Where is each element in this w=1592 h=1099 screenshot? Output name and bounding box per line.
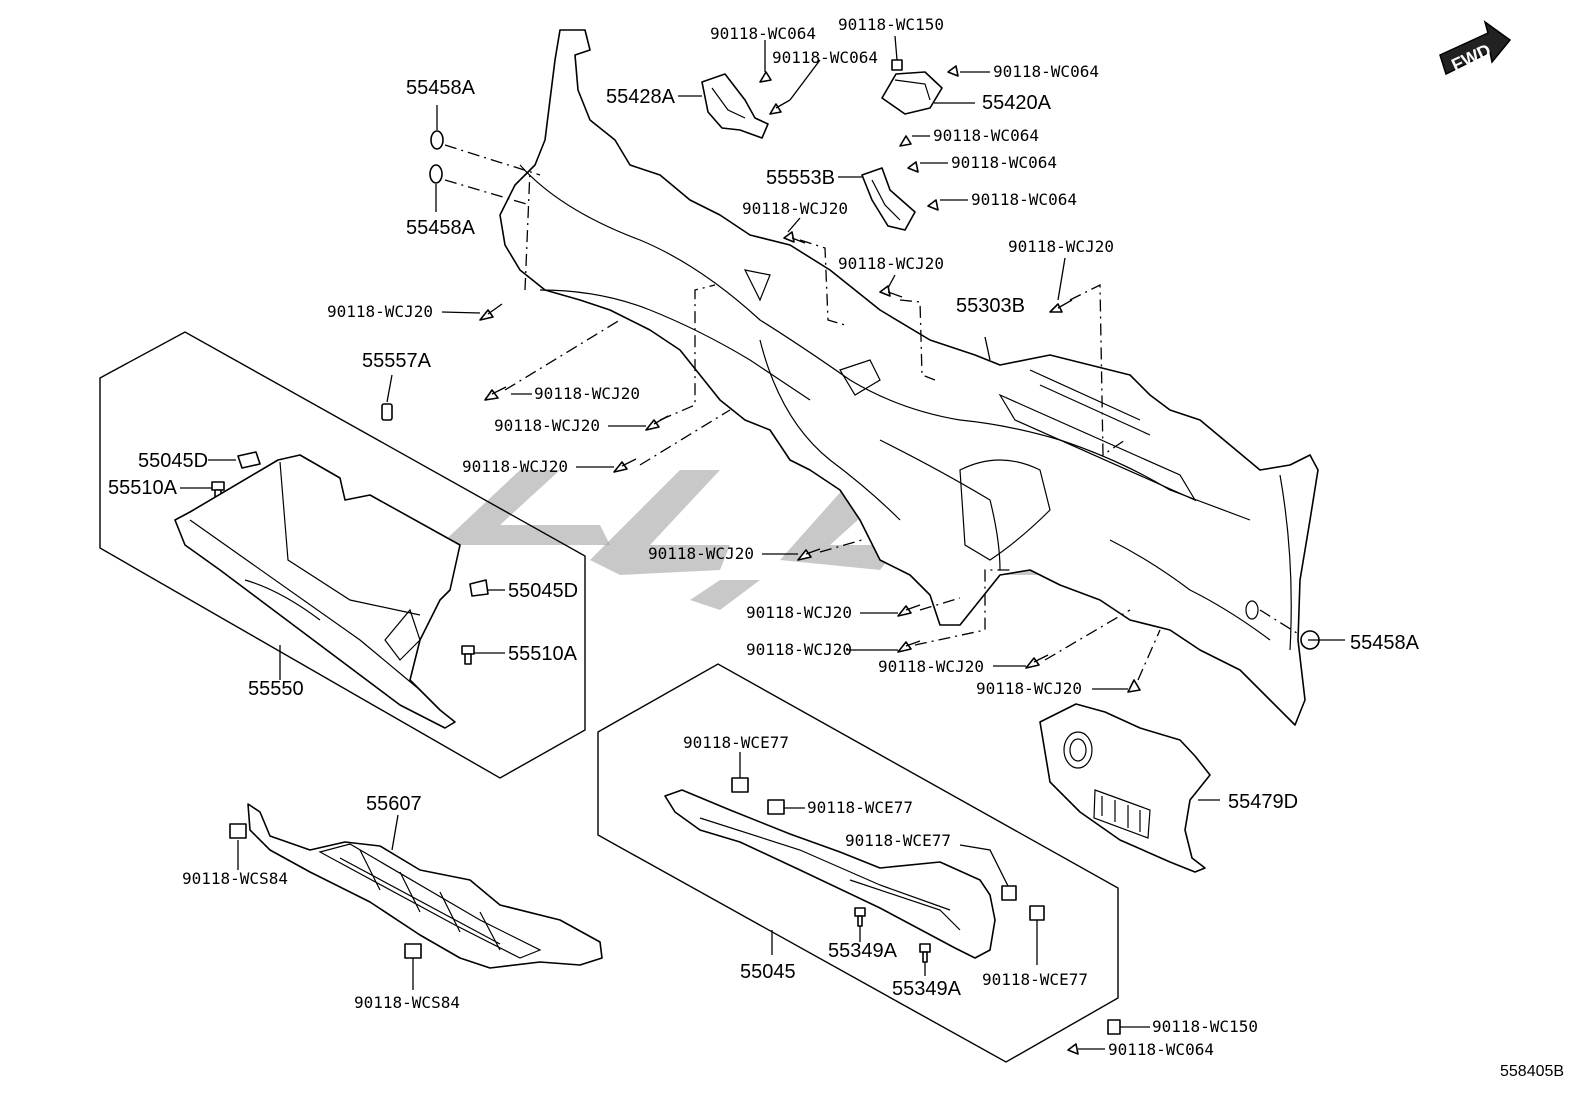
screw-wc150-1 [891, 59, 903, 71]
label-55458A-right: 55458A [1350, 632, 1420, 654]
screw-wc064-1 [759, 71, 772, 83]
cap-55458A-mid [429, 164, 443, 184]
label-55428A: 55428A [606, 86, 676, 108]
fwd-direction-badge: FWD [1439, 20, 1512, 75]
label-55550: 55550 [248, 678, 304, 700]
label-wcj20-9: 90118-WCJ20 [746, 603, 852, 622]
screw-wcj20-8 [1025, 654, 1049, 669]
instrument-panel-55303B [499, 29, 1319, 726]
label-wcj20-1: 90118-WCJ20 [742, 199, 848, 218]
label-55303B: 55303B [956, 295, 1025, 317]
screw-wc064-5 [907, 161, 919, 173]
glove-box-lower-55607 [247, 803, 603, 969]
label-wcs84-1: 90118-WCS84 [182, 869, 288, 888]
label-wcj20-2: 90118-WCJ20 [838, 254, 944, 273]
label-wc064-6: 90118-WC064 [971, 190, 1077, 209]
leader-lines [180, 35, 1345, 1050]
screw-wc064-4 [899, 135, 912, 147]
clip-wce77-1 [731, 777, 749, 793]
label-wce77-3: 90118-WCE77 [845, 831, 951, 850]
label-wc150-2: 90118-WC150 [1152, 1017, 1258, 1036]
label-55458A-mid: 55458A [406, 217, 476, 239]
screw-wc064-6 [927, 199, 939, 211]
label-55349A-a: 55349A [828, 940, 898, 962]
knee-panel-55479D [1039, 703, 1211, 873]
clip-55510A-b [461, 645, 475, 665]
bracket-55420A [881, 71, 943, 115]
clip-wcs84-1 [229, 823, 247, 839]
label-55479D: 55479D [1228, 791, 1298, 813]
screw-wcj20-1 [479, 303, 503, 321]
label-55607: 55607 [366, 793, 422, 815]
clip-wce77-3 [1001, 885, 1017, 901]
label-wc150-1: 90118-WC150 [838, 15, 944, 34]
callout-labels: 55458A 55458A 55458A 55428A 55420A 55553… [108, 15, 1420, 1059]
screw-wcj20-6 [897, 604, 921, 617]
label-wcj20-7: 90118-WCJ20 [462, 457, 568, 476]
clip-55557A [381, 403, 393, 421]
pin-55349A-a [854, 907, 866, 927]
clip-wc150-2 [1107, 1019, 1121, 1035]
screw-wcj20-2 [484, 386, 507, 401]
screw-wcj20-11 [879, 285, 903, 298]
label-wc064-4: 90118-WC064 [933, 126, 1039, 145]
label-wc064-2: 90118-WC064 [772, 48, 878, 67]
label-wc064-1: 90118-WC064 [710, 24, 816, 43]
screw-wcj20-7 [897, 640, 921, 653]
cap-55458A-top [430, 130, 444, 150]
label-55420A: 55420A [982, 92, 1052, 114]
screw-wcj20-12 [1049, 299, 1073, 313]
screw-wc064-2 [769, 99, 791, 115]
reference-lines [444, 144, 1301, 681]
glove-box-group-55550 [99, 331, 586, 779]
label-55557A: 55557A [362, 350, 432, 372]
label-wce77-2: 90118-WCE77 [807, 798, 913, 817]
label-wcj20-12: 90118-WCJ20 [976, 679, 1082, 698]
label-wcs84-2: 90118-WCS84 [354, 993, 460, 1012]
label-wc064-3: 90118-WC064 [993, 62, 1099, 81]
label-wce77-1: 90118-WCE77 [683, 733, 789, 752]
label-wc064-7: 90118-WC064 [1108, 1040, 1214, 1059]
lower-panel-group-55045 [597, 663, 1119, 1063]
label-wcj20-11: 90118-WCJ20 [878, 657, 984, 676]
diagram-id: 558405B [1500, 1063, 1564, 1080]
screw-wcj20-4 [613, 458, 637, 473]
label-wcj20-10: 90118-WCJ20 [746, 640, 852, 659]
label-55045: 55045 [740, 961, 796, 983]
label-wcj20-5: 90118-WCJ20 [534, 384, 640, 403]
label-wcj20-4: 90118-WCJ20 [327, 302, 433, 321]
label-55510A-a: 55510A [108, 477, 178, 499]
clip-55045D-b [469, 579, 489, 597]
screw-wcj20-10 [783, 231, 806, 244]
label-wcj20-3: 90118-WCJ20 [1008, 237, 1114, 256]
clip-wcs84-2 [404, 943, 422, 959]
pin-55349A-b [919, 943, 931, 963]
clip-wce77-2 [767, 799, 785, 815]
label-55510A-b: 55510A [508, 643, 578, 665]
label-wcj20-6: 90118-WCJ20 [494, 416, 600, 435]
clip-wce77-4 [1029, 905, 1045, 921]
label-wc064-5: 90118-WC064 [951, 153, 1057, 172]
bracket-55553B [861, 167, 916, 231]
clip-55045D-a [237, 451, 261, 469]
label-55349A-b: 55349A [892, 978, 962, 1000]
screw-wc064-3 [947, 65, 959, 77]
label-55045D-a: 55045D [138, 450, 208, 472]
label-55458A-top: 55458A [406, 77, 476, 99]
screw-wcj20-9 [1127, 679, 1141, 693]
label-55553B: 55553B [766, 167, 835, 189]
screw-wcj20-5 [797, 548, 821, 561]
screw-wcj20-3 [645, 415, 669, 431]
label-wce77-4: 90118-WCE77 [982, 970, 1088, 989]
screw-wc064-7 [1067, 1043, 1079, 1055]
bracket-55428A [701, 73, 769, 139]
label-55045D-b: 55045D [508, 580, 578, 602]
label-wcj20-8: 90118-WCJ20 [648, 544, 754, 563]
